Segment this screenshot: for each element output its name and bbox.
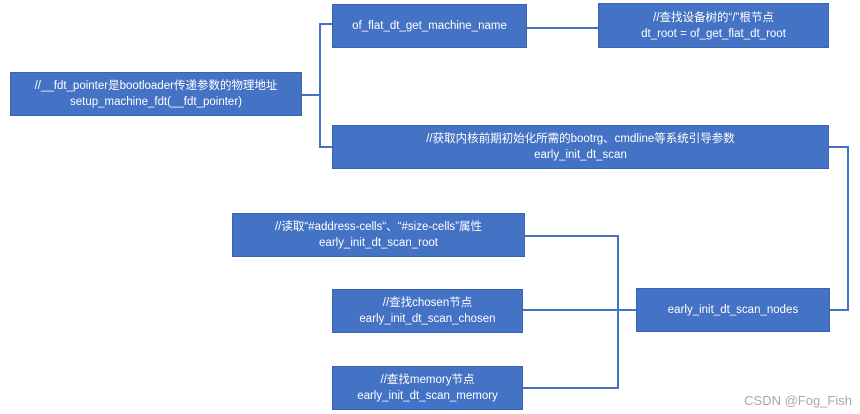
node-scan-nodes: early_init_dt_scan_nodes (636, 288, 830, 332)
node-find-root-comment: //查找设备树的“/”根节点 (653, 11, 774, 24)
node-scan-root: //读取“#address-cells“、“#size-cells”属性 ear… (232, 213, 525, 257)
node-scan-chosen-call: early_init_dt_scan_chosen (359, 313, 496, 325)
node-setup-call: setup_machine_fdt(__fdt_pointer) (70, 96, 242, 108)
connector-to-early-scan (319, 95, 332, 148)
node-find-root: //查找设备树的“/”根节点 dt_root = of_get_flat_dt_… (598, 3, 829, 48)
connector-early-scan-to-nodes (829, 146, 849, 311)
connector-to-scan-memory (523, 310, 619, 389)
node-scan-memory-call: early_init_dt_scan_memory (357, 390, 498, 402)
node-scan-chosen-comment: //查找chosen节点 (382, 297, 473, 309)
node-setup-machine-fdt: //__fdt_pointer是bootloader传递参数的物理地址 setu… (10, 72, 302, 116)
node-scan-nodes-call: early_init_dt_scan_nodes (667, 304, 799, 316)
node-setup-comment: //__fdt_pointer是bootloader传递参数的物理地址 (34, 80, 278, 92)
node-get-machine-name-call: of_flat_dt_get_machine_name (352, 20, 507, 32)
node-scan-memory-comment: //查找memory节点 (380, 374, 475, 386)
node-scan-root-comment: //读取“#address-cells“、“#size-cells”属性 (274, 221, 483, 233)
node-early-scan-comment: //获取内核前期初始化所需的bootrg、cmdline等系统引导参数 (426, 133, 735, 145)
node-get-machine-name: of_flat_dt_get_machine_name (332, 4, 527, 48)
node-scan-root-call: early_init_dt_scan_root (319, 237, 438, 249)
watermark: CSDN @Fog_Fish (744, 393, 852, 408)
node-early-scan-call: early_init_dt_scan (534, 149, 627, 161)
node-scan-memory: //查找memory节点 early_init_dt_scan_memory (332, 366, 523, 410)
node-find-root-call: dt_root = of_get_flat_dt_root (641, 27, 786, 40)
connector-to-scan-root (525, 235, 619, 310)
node-early-init-dt-scan: //获取内核前期初始化所需的bootrg、cmdline等系统引导参数 earl… (332, 125, 829, 169)
connector-to-get-machine-name (319, 23, 332, 95)
node-scan-chosen: //查找chosen节点 early_init_dt_scan_chosen (332, 289, 523, 333)
